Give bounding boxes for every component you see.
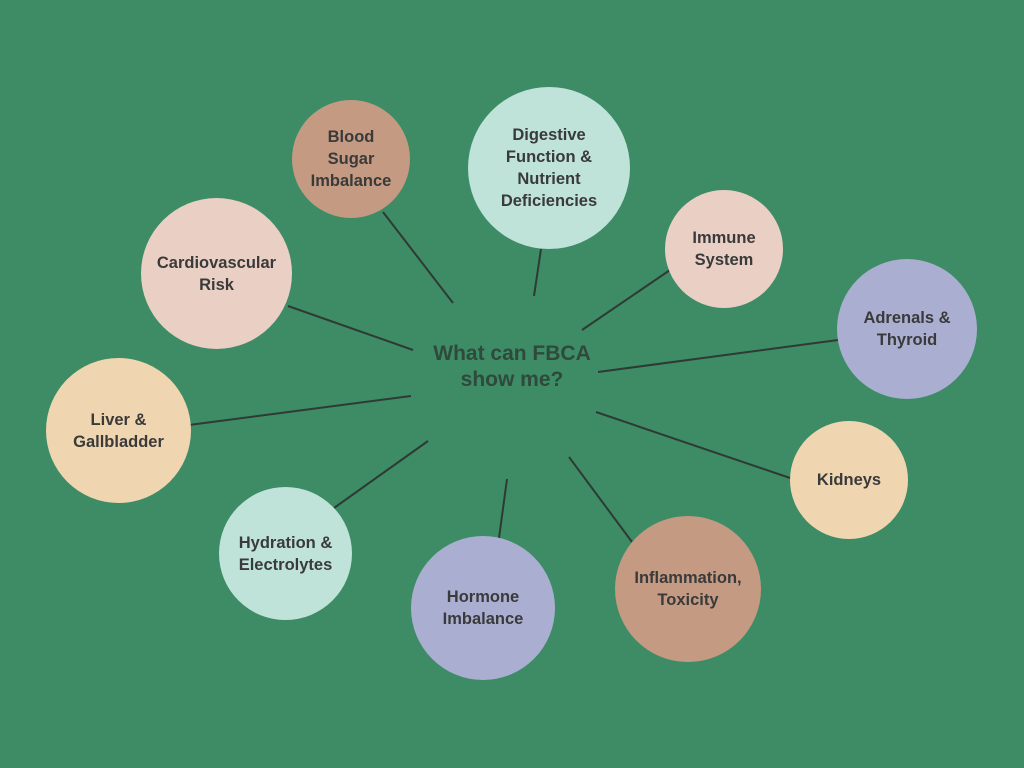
node-blood-sugar: Blood Sugar Imbalance xyxy=(292,100,410,218)
connector-liver xyxy=(188,395,412,426)
node-hydration-electrolytes: Hydration & Electrolytes xyxy=(219,487,352,620)
node-cardiovascular-risk: Cardiovascular Risk xyxy=(141,198,292,349)
connector-hydration xyxy=(333,440,429,509)
connector-kidneys xyxy=(595,411,794,480)
node-digestive-function: Digestive Function & Nutrient Deficienci… xyxy=(468,87,630,249)
node-label-cardiovascular-risk: Cardiovascular Risk xyxy=(156,253,277,294)
node-immune-system: Immune System xyxy=(665,190,783,308)
connector-digestive xyxy=(533,248,542,297)
node-liver-gallbladder: Liver & Gallbladder xyxy=(46,358,191,503)
node-label-adrenals-thyroid: Adrenals & Thyroid xyxy=(863,309,951,349)
connector-cardio xyxy=(287,305,414,351)
center-question: What can FBCA show me? xyxy=(433,342,591,391)
node-kidneys: Kidneys xyxy=(790,421,908,539)
node-label-hormone-imbalance: Hormone Imbalance xyxy=(442,588,524,628)
connector-adrenals xyxy=(597,339,839,373)
node-label-immune-system: Immune System xyxy=(692,229,756,269)
node-label-digestive-function: Digestive Function & Nutrient Deficienci… xyxy=(500,126,598,210)
connector-blood-sugar xyxy=(382,211,454,304)
node-label-kidneys: Kidneys xyxy=(816,471,882,489)
node-label-blood-sugar: Blood Sugar Imbalance xyxy=(310,128,392,190)
node-adrenals-thyroid: Adrenals & Thyroid xyxy=(837,259,977,399)
node-hormone-imbalance: Hormone Imbalance xyxy=(411,536,555,680)
node-label-inflammation-toxicity: Inflammation, Toxicity xyxy=(634,569,742,609)
node-inflammation-toxicity: Inflammation, Toxicity xyxy=(615,516,761,662)
connector-hormone xyxy=(498,478,508,539)
connector-immune xyxy=(581,269,671,331)
node-label-hydration-electrolytes: Hydration & Electrolytes xyxy=(238,533,333,574)
connector-inflammation xyxy=(568,456,633,543)
node-label-liver-gallbladder: Liver & Gallbladder xyxy=(73,410,164,451)
